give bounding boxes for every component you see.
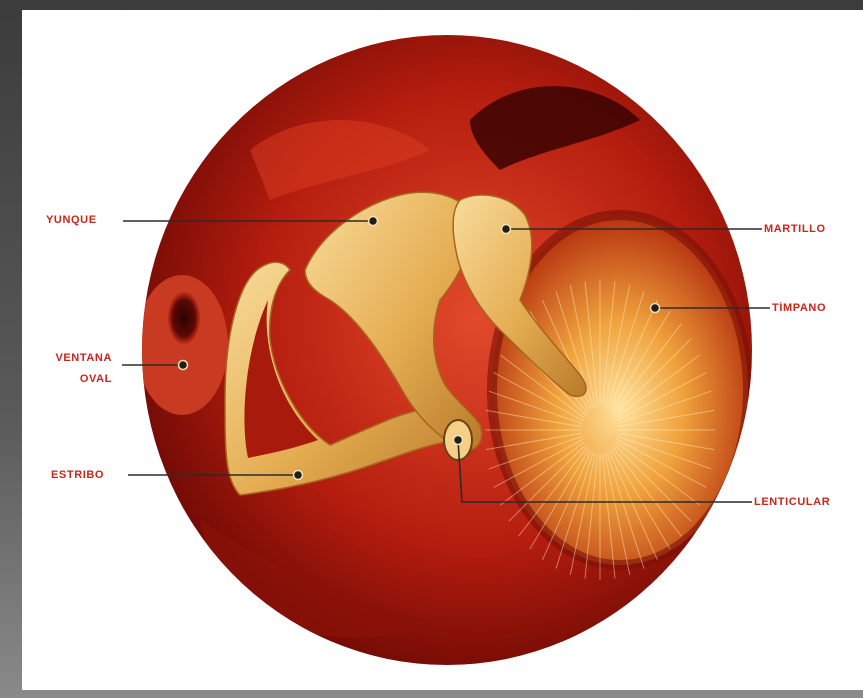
pointer-martillo bbox=[502, 225, 511, 234]
label-timpano: TÍMPANO bbox=[772, 302, 856, 315]
pointer-yunque bbox=[369, 217, 378, 226]
label-yunque: YUNQUE bbox=[46, 214, 97, 227]
label-ventana-oval-line1: VENTANA bbox=[38, 352, 112, 365]
label-martillo: MARTILLO bbox=[764, 223, 826, 236]
label-lenticular: LENTICULAR bbox=[754, 496, 858, 509]
label-estribo: ESTRIBO bbox=[51, 469, 104, 482]
pointer-lenticular bbox=[454, 436, 463, 445]
oval-window bbox=[168, 292, 200, 344]
label-ventana-oval-line2: OVAL bbox=[38, 373, 112, 386]
pointer-estribo bbox=[294, 471, 303, 480]
pointer-timpano bbox=[651, 304, 660, 313]
pointer-ventana-oval bbox=[179, 361, 188, 370]
